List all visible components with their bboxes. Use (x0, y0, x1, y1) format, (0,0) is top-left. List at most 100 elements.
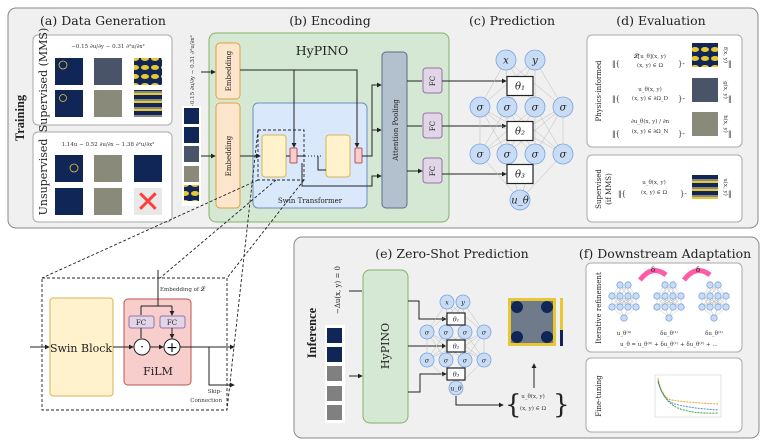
svg-text:‖{: ‖{ (612, 95, 620, 103)
sigma-node-label: σ (463, 356, 468, 364)
network-edge (426, 301, 464, 333)
output-node (448, 380, 464, 396)
evaluation-title: (d) Evaluation (616, 13, 705, 28)
film-label: FiLM (143, 365, 173, 378)
input-node-label: y (531, 56, 538, 67)
loss-term-bottom: (x, y) ∈ Ω (641, 189, 668, 196)
sigma-node-label: σ (477, 150, 485, 161)
heatmap (134, 188, 162, 215)
invalid-cross-icon: ✕ (135, 185, 160, 220)
svg-text:}-: }- (680, 190, 687, 198)
supervised-eval-box (586, 154, 743, 223)
sigma-node (552, 143, 574, 165)
svg-text:{: { (505, 390, 522, 420)
mini-node (722, 292, 730, 300)
output-bottom: (x, y) ∈ Ω (520, 405, 547, 412)
supervised-box: Supervised (MMS) −0.15 ∂u/∂y − 0.31 ∂²u/… (32, 28, 173, 133)
theta-box (446, 339, 466, 353)
sigma-node-label: σ (560, 150, 568, 161)
sigma-node (476, 324, 492, 340)
mini-node (624, 281, 632, 289)
fc-label: FC (429, 76, 437, 86)
zoom-lines (41, 129, 305, 411)
mini-node (653, 292, 661, 300)
fine-tuning-loss-plot (654, 374, 722, 418)
training-panel: Training (a) Data Generation Supervised … (7, 7, 759, 229)
mini-node (616, 292, 624, 300)
output-top: u_θ(x, y) (521, 393, 545, 400)
sigma-node-label: σ (482, 356, 487, 364)
input-node (495, 49, 517, 71)
svg-text:‖: ‖ (728, 130, 732, 138)
mini-node (669, 281, 677, 289)
svg-text:‖{: ‖{ (618, 190, 626, 198)
mini-node (661, 303, 669, 311)
loss-term-top: u_θ(x, y) (642, 179, 666, 186)
sigma-node (469, 143, 491, 165)
skip-label: Skip- (208, 389, 222, 395)
sigma-node (552, 96, 574, 118)
zero-shot-output: { u_θ(x, y) (x, y) ∈ Ω } (505, 390, 570, 420)
mini-network-icon (653, 281, 685, 322)
iter-label: u_θ⁽⁰⁾ (617, 330, 632, 337)
mini-node (616, 303, 624, 311)
output-node (509, 189, 531, 211)
svg-text:}-: }- (678, 60, 685, 68)
supervised-formula: −0.15 ∂u/∂y − 0.31 ∂²u/∂x² (71, 43, 145, 50)
mini-network-icon (608, 281, 640, 322)
loss-term-top: u_θ(x, y) (638, 86, 662, 93)
supervised-eval-label: Supervised (595, 169, 603, 209)
sigma-node (419, 352, 435, 368)
output-node-label: u_θ (511, 196, 528, 207)
inference-input-formula: −Δu(x, y) = 0 (334, 266, 342, 314)
loss-term: ‖{ u_θ(x, y) (x, y) ∈ Ω }- u(x, y) ‖ (618, 175, 732, 199)
unsupervised-formula: 1.14u − 0.52 ∂u/∂x − 1.38 ∂²u/∂x² (62, 141, 155, 148)
sigma-node-label: σ (425, 328, 430, 336)
theta-box (506, 120, 534, 142)
inference-label: Inference (305, 307, 319, 358)
sigma-node-label: σ (425, 356, 430, 364)
refine-arrow-icon (638, 268, 668, 282)
input-node (524, 49, 546, 71)
embedding-operator-label: Embedding (225, 50, 233, 91)
heatmap (94, 155, 122, 182)
mini-node (706, 281, 714, 289)
iter-label: δu_θ⁽¹⁾ (660, 330, 678, 337)
inference-panel: Inference (e) Zero-Shot Prediction −Δu(x… (293, 236, 760, 439)
fc-label: FC (429, 121, 437, 131)
loss-target: g(x, y) (722, 81, 729, 99)
unsupervised-box: Unsupervised 1.14u − 0.52 ∂u/∂x − 1.38 ∂… (32, 131, 173, 223)
svg-text:‖: ‖ (728, 190, 732, 198)
supervised-eval-label-2: (if MMS) (605, 173, 613, 205)
mini-node (665, 314, 673, 322)
network-edge (519, 153, 564, 201)
attention-pooling-label: Attention Pooling (392, 99, 400, 162)
heatmap (55, 90, 83, 117)
sigma-node-label: σ (444, 356, 449, 364)
hypino-label: HyPINO (379, 323, 392, 369)
sigma-node-label: σ (504, 150, 512, 161)
fc-layers: FC FC FC (422, 67, 443, 184)
sigma-node (496, 96, 518, 118)
mini-node (722, 303, 730, 311)
input-node (455, 294, 471, 310)
supervised-label: Supervised (MMS) (37, 28, 50, 133)
swin-transformer-label: Swin Transformer (278, 197, 343, 205)
fc-label: FC (429, 166, 437, 176)
sigma-node-label: σ (532, 150, 540, 161)
theta-label: θ₃ (515, 170, 525, 181)
zero-shot-title: (e) Zero-Shot Prediction (375, 246, 528, 261)
film-layer (289, 147, 298, 164)
fc-label: FC (167, 319, 177, 327)
loss-target: h(x, y) (722, 115, 729, 133)
svg-text:‖{: ‖{ (612, 60, 620, 68)
output-node-label: u_θ (450, 384, 461, 392)
heatmap (134, 155, 162, 182)
mini-node (620, 314, 628, 322)
heatmap (134, 58, 162, 85)
input-node-label: x (503, 56, 509, 67)
theta-label: θ₁ (515, 82, 525, 93)
input-node-label: x (445, 298, 449, 306)
sigma-node (524, 96, 546, 118)
sigma-node-label: σ (560, 103, 568, 114)
